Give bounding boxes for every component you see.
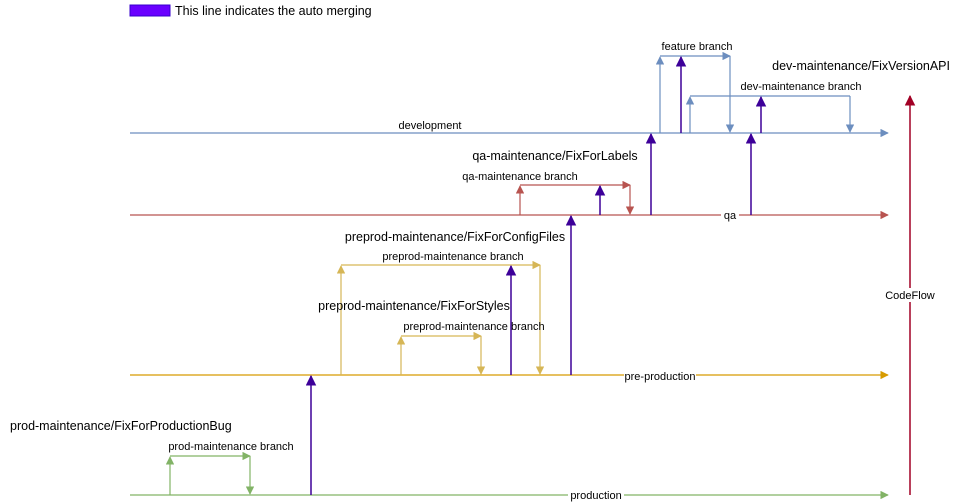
qa-fix-label: qa-maintenance/FixForLabels: [472, 149, 637, 163]
prod-maintenance-branch-label: prod-maintenance branch: [168, 441, 293, 453]
development-label: development: [399, 120, 462, 132]
qa-maintenance-branch-label: qa-maintenance branch: [462, 171, 578, 183]
preprod-maintenance-1-label: preprod-maintenance branch: [382, 251, 523, 263]
qa-label: qa: [724, 210, 737, 222]
dev-maintenance-branch-label: dev-maintenance branch: [740, 81, 861, 93]
prod-fix-label: prod-maintenance/FixForProductionBug: [10, 419, 232, 433]
feature-branch-label: feature branch: [662, 41, 733, 53]
dev-fix-label: dev-maintenance/FixVersionAPI: [772, 59, 950, 73]
preprod-fix-config-label: preprod-maintenance/FixForConfigFiles: [345, 230, 565, 244]
production-label: production: [570, 490, 621, 502]
preproduction-label: pre-production: [625, 371, 696, 383]
preprod-maintenance-2-label: preprod-maintenance branch: [403, 321, 544, 333]
legend-swatch: [129, 4, 171, 17]
legend-text: This line indicates the auto merging: [175, 4, 372, 18]
preprod-fix-styles-label: preprod-maintenance/FixForStyles: [318, 299, 510, 313]
codeflow-label: CodeFlow: [885, 290, 935, 302]
